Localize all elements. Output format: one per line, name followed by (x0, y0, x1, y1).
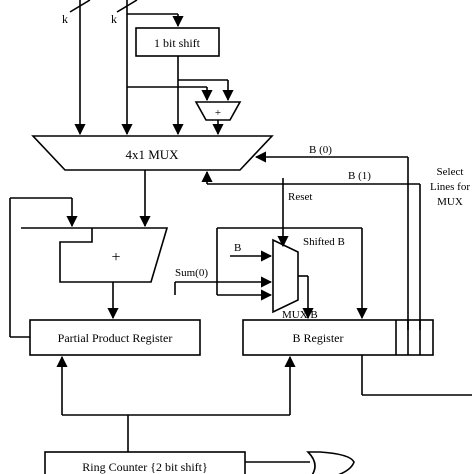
main-adder-symbol: + (111, 249, 120, 266)
partial-product-register-label: Partial Product Register (58, 331, 173, 345)
k-left-slash (69, 0, 91, 13)
b0-label: B (0) (309, 144, 332, 156)
select-label-line2: Lines for (430, 181, 470, 193)
sum0-label: Sum(0) (175, 267, 208, 279)
main-adder (21, 227, 169, 283)
gate (306, 451, 355, 474)
mux-4x1-label: 4x1 MUX (125, 147, 179, 162)
select-label-line1: Select (437, 166, 464, 178)
reset-label: Reset (288, 191, 312, 203)
shifted-b-label: Shifted B (303, 236, 345, 248)
small-adder-symbol: + (215, 107, 221, 119)
k-right-label: k (111, 12, 117, 26)
b-input-label: B (234, 242, 241, 254)
select-label-line3: MUX (437, 196, 463, 208)
b-register (242, 319, 434, 356)
mux-b-label: MUX B (282, 309, 318, 321)
partial-product-register (29, 319, 201, 356)
k-right-slash (116, 0, 138, 13)
mux-b (272, 238, 299, 314)
b1-label: B (1) (348, 170, 371, 182)
k-left-label: k (62, 12, 68, 26)
b-register-label: B Register (293, 331, 344, 345)
ring-counter-label: Ring Counter {2 bit shift} (82, 460, 208, 474)
mux-4x1 (31, 135, 274, 171)
small-adder (194, 101, 242, 121)
one-bit-shift-label: 1 bit shift (154, 36, 201, 50)
ring-counter (44, 451, 246, 474)
